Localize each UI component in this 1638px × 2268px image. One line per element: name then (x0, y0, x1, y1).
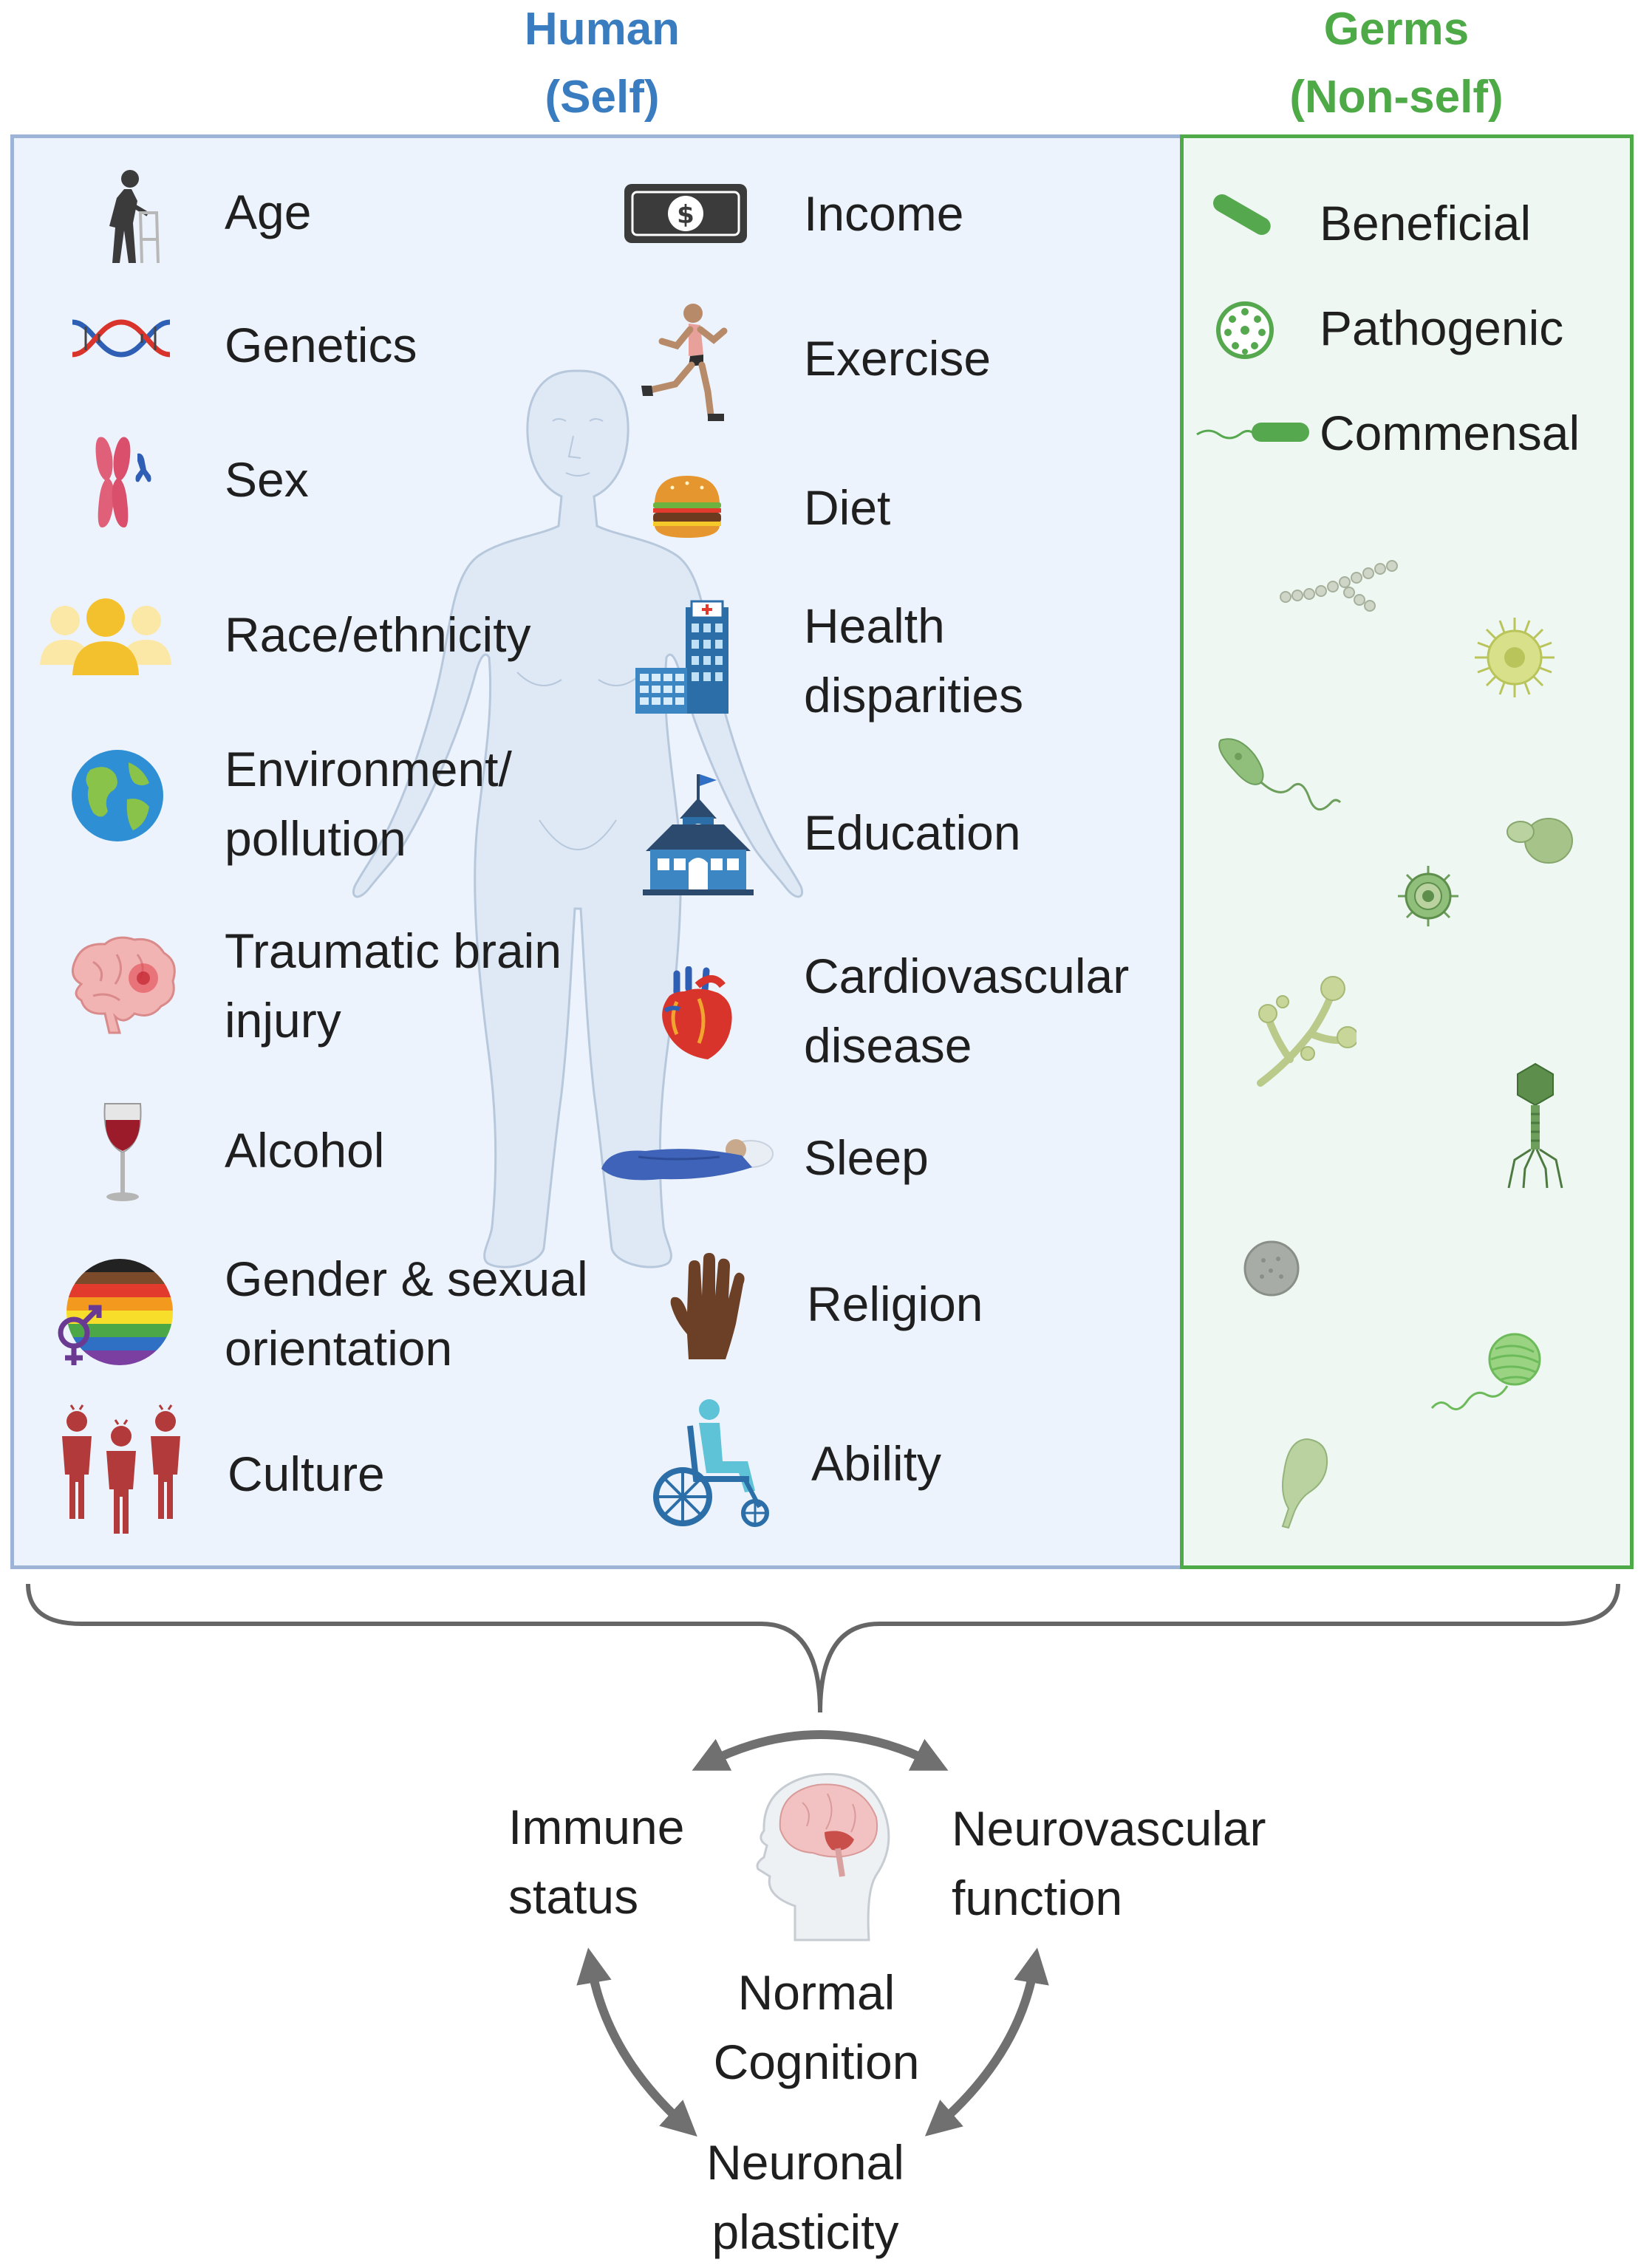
arrow-top (692, 1730, 949, 1771)
factor-gender-label: Gender & sexual orientation (225, 1251, 588, 1376)
outcome-immune-status: Immune status (508, 1800, 685, 1924)
spiky-virus-icon (1475, 618, 1555, 697)
gray-spore-icon (1243, 1240, 1300, 1297)
human-body-silhouette (352, 369, 803, 1268)
germs-header-line1: Germs (1323, 4, 1470, 55)
people-group-icon (40, 598, 171, 675)
germs-header-line2: (Non-self) (1289, 72, 1504, 123)
germs-header: Germs (Non-self) (1256, 0, 1537, 131)
pride-gender-icon (58, 1259, 173, 1365)
factor-tbi-label: Traumatic brain injury (225, 923, 562, 1048)
factor-education-label: Education (804, 805, 1021, 860)
streptococcus-chain-icon (1280, 560, 1398, 612)
dollar-bill-icon: $ (624, 184, 747, 243)
factor-health-disparities-label: Health disparities (804, 598, 1024, 723)
pear-microbe-icon (1281, 1438, 1328, 1529)
factor-environment-label: Environment/ pollution (225, 742, 512, 866)
flagellated-cell-icon (1218, 738, 1342, 810)
factor-diet-label: Diet (804, 480, 891, 535)
germ-pathogenic-label: Pathogenic (1320, 301, 1564, 355)
burger-icon (653, 476, 721, 538)
spiral-bacterium-icon (1430, 1333, 1541, 1411)
factor-income-label: Income (804, 186, 964, 241)
hand-icon (670, 1253, 745, 1359)
school-icon (643, 774, 754, 895)
heart-icon (662, 966, 732, 1059)
arrow-right (924, 1947, 1049, 2137)
factor-ability-label: Ability (811, 1436, 942, 1491)
human-header-line1: Human (524, 4, 680, 55)
svg-text:$: $ (677, 200, 695, 230)
outcome-normal-cognition: Normal Cognition (713, 1965, 920, 2089)
factor-sleep-label: Sleep (804, 1130, 929, 1185)
outcome-neuronal-plasticity: Neuronal plasticity (706, 2135, 904, 2259)
people-culture-icon (62, 1404, 180, 1534)
flagellated-bacterium-icon (1196, 423, 1309, 442)
rod-bacterium-icon (1213, 194, 1271, 235)
head-brain-icon (756, 1773, 890, 1941)
fungus-icon (1257, 976, 1357, 1087)
factor-exercise-label: Exercise (804, 331, 992, 386)
globe-icon (72, 750, 163, 841)
factor-age-label: Age (225, 185, 312, 239)
arrow-left (576, 1947, 697, 2137)
human-header-line2: (Self) (545, 72, 660, 123)
hospital-icon (635, 600, 728, 714)
factor-cardiovascular-label: Cardiovascular disease (804, 949, 1130, 1073)
outcome-neurovascular-function: Neurovascular function (952, 1801, 1266, 1925)
brain-injury-icon (71, 936, 176, 1034)
runner-icon (641, 304, 728, 421)
wheelchair-icon (653, 1399, 769, 1527)
round-virus-icon (1398, 866, 1458, 926)
virus-icon (1216, 301, 1274, 359)
germ-beneficial-label: Beneficial (1320, 196, 1532, 250)
factor-race-ethnicity-label: Race/ethnicity (225, 607, 531, 662)
wine-glass-icon (103, 1103, 142, 1201)
germ-commensal-label: Commensal (1320, 406, 1580, 460)
curly-brace (26, 1583, 1620, 1713)
cycle-arrows (576, 1730, 1049, 2137)
yeast-cell-icon (1506, 818, 1573, 864)
bacteriophage-icon (1507, 1062, 1563, 1189)
factor-alcohol-label: Alcohol (225, 1123, 385, 1178)
chromosome-icon (95, 437, 151, 527)
elderly-walker-icon (109, 170, 160, 264)
factor-culture-label: Culture (228, 1446, 385, 1501)
human-header: Human (Self) (458, 0, 746, 131)
sleeping-person-icon (601, 1139, 774, 1181)
factor-religion-label: Religion (807, 1277, 983, 1331)
factor-genetics-label: Genetics (225, 318, 417, 372)
dna-helix-icon (72, 319, 171, 358)
factor-sex-label: Sex (225, 452, 309, 507)
